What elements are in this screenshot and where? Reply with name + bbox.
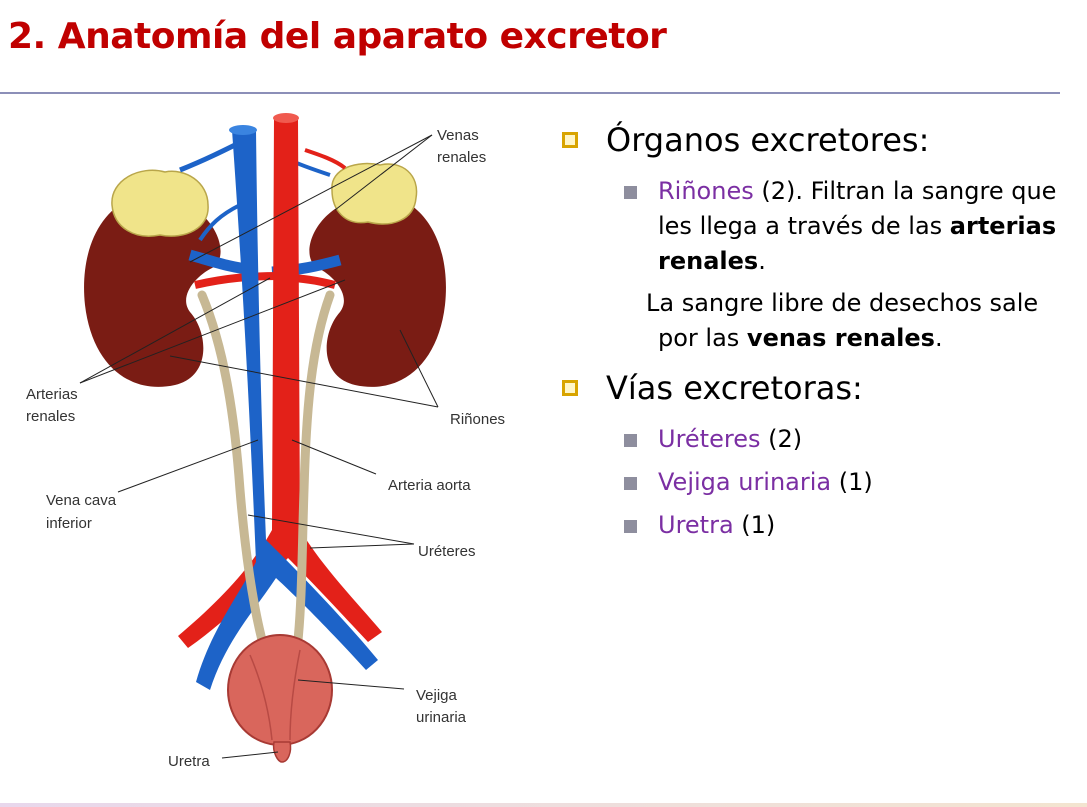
bladder — [227, 634, 333, 746]
square-bullet-icon — [624, 433, 637, 447]
slide-title: 2. Anatomía del aparato excretor — [8, 16, 667, 57]
heading-vias: Vías excretoras: — [560, 368, 1070, 408]
square-bullet-icon — [624, 519, 637, 533]
label-uretra: Uretra — [168, 753, 210, 770]
square-bullet-icon — [562, 379, 578, 396]
aorta — [178, 118, 382, 648]
term-rinones: Riñones — [658, 177, 754, 205]
label-rinones: Riñones — [450, 411, 505, 428]
right-ureter — [293, 290, 335, 645]
label-ureteres: Uréteres — [418, 543, 476, 560]
item-vejiga: Vejiga urinaria (1) — [560, 465, 1070, 500]
heading-organos: Órganos excretores: — [560, 120, 1070, 160]
urethra — [272, 741, 292, 763]
square-bullet-icon — [624, 476, 637, 490]
right-kidney — [309, 194, 446, 387]
square-bullet-icon — [624, 186, 637, 199]
vena-cava — [196, 130, 378, 690]
paragraph-venas: La sangre libre de desechos sale por las… — [646, 289, 1039, 353]
left-kidney — [84, 194, 221, 387]
item-ureteres: Uréteres (2) — [560, 422, 1070, 457]
right-adrenal-gland — [331, 162, 418, 225]
footer-bar — [0, 803, 1087, 807]
slide-content: Órganos excretores: Riñones (2). Filtran… — [560, 120, 1070, 550]
item-uretra: Uretra (1) — [560, 508, 1070, 543]
label-arteria-aorta: Arteria aorta — [388, 477, 471, 494]
title-divider — [0, 92, 1060, 94]
left-adrenal-gland — [111, 169, 209, 237]
item-rinones: Riñones (2). Filtran la sangre que les l… — [560, 174, 1070, 278]
left-ureter — [197, 290, 267, 645]
square-bullet-icon — [562, 132, 578, 148]
